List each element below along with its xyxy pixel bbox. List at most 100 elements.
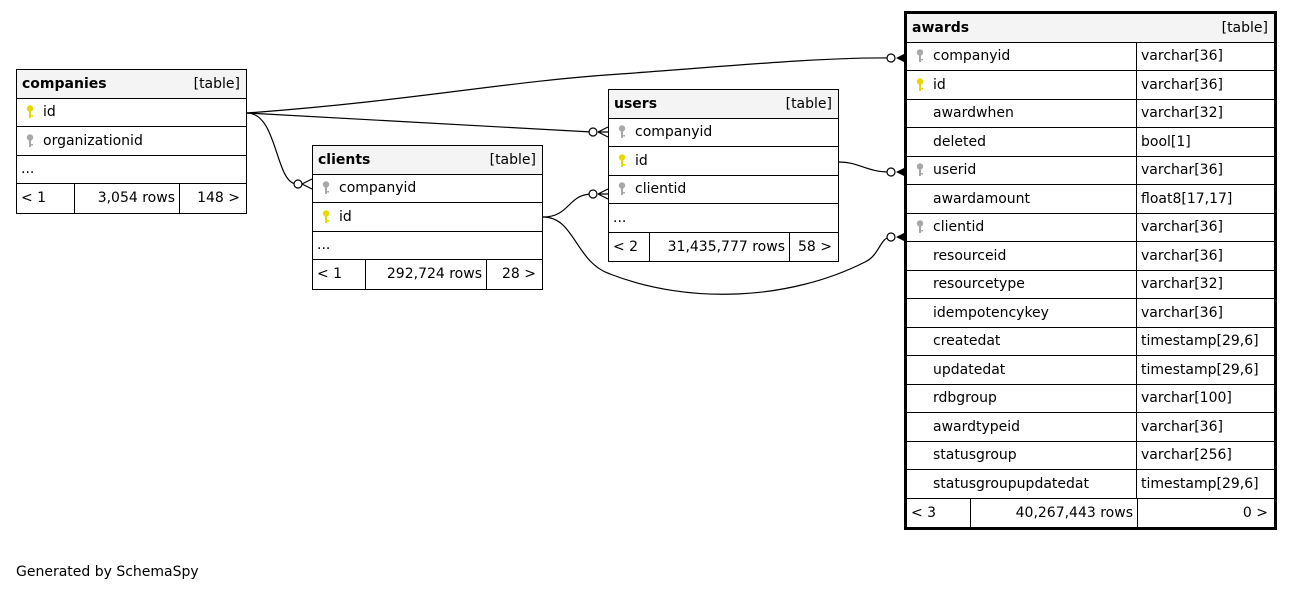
column-row[interactable]: resourceid varchar[36] — [907, 242, 1274, 271]
table-header[interactable]: companies[table] — [17, 70, 246, 99]
column-name: statusgroupupdatedat — [933, 475, 1089, 492]
column-name: deleted — [933, 133, 986, 150]
children-link[interactable]: 148 > — [197, 190, 240, 207]
parents-link[interactable]: < 1 — [313, 260, 366, 289]
primary-key-icon — [319, 209, 333, 225]
column-row[interactable]: deleted bool[1] — [907, 128, 1274, 157]
column-name: resourceid — [933, 247, 1007, 264]
table-name: companies — [22, 75, 107, 92]
column-row[interactable]: userid varchar[36] — [907, 156, 1274, 185]
foreign-key-icon — [913, 48, 927, 64]
column-type: varchar[36] — [1136, 156, 1274, 184]
row-count: 292,724 rows — [366, 260, 487, 289]
table-kind: [table] — [1221, 19, 1268, 36]
column-type: varchar[36] — [1136, 299, 1274, 327]
column-type: varchar[100] — [1136, 384, 1274, 412]
column-row[interactable]: organizationid — [17, 127, 246, 156]
children-link[interactable]: 28 > — [502, 266, 536, 283]
more-columns[interactable]: ... — [313, 232, 542, 260]
column-name: idempotencykey — [933, 304, 1049, 321]
column-name: awardamount — [933, 190, 1031, 207]
parents-link[interactable]: < 2 — [609, 232, 650, 261]
column-row[interactable]: companyid — [313, 175, 542, 203]
edge-companies-awards — [246, 57, 892, 114]
column-row[interactable]: id — [313, 203, 542, 232]
table-header[interactable]: clients[table] — [313, 146, 542, 175]
more-columns[interactable]: ... — [609, 204, 838, 233]
column-type: timestamp[29,6] — [1136, 356, 1274, 384]
edge-users-awards — [838, 161, 892, 173]
edge-companies-users — [246, 112, 593, 133]
column-type: varchar[36] — [1136, 242, 1274, 270]
column-type: bool[1] — [1136, 128, 1274, 156]
column-name: id — [635, 152, 648, 169]
children-link[interactable]: 58 > — [798, 238, 832, 255]
column-name: organizationid — [43, 132, 143, 149]
column-name: clientid — [635, 181, 687, 198]
row-count: 3,054 rows — [75, 184, 180, 213]
column-type: varchar[32] — [1136, 270, 1274, 298]
column-row[interactable]: companyid — [609, 119, 838, 147]
foreign-key-icon — [615, 124, 629, 140]
table-name: awards — [912, 19, 970, 36]
column-name: statusgroup — [933, 447, 1017, 464]
row-count: 31,435,777 rows — [650, 232, 790, 261]
column-type: varchar[36] — [1136, 71, 1274, 99]
table-kind: [table] — [785, 95, 832, 112]
column-type: timestamp[29,6] — [1136, 327, 1274, 355]
primary-key-icon — [615, 153, 629, 169]
column-row[interactable]: rdbgroup varchar[100] — [907, 384, 1274, 413]
foreign-key-icon — [913, 219, 927, 235]
table-name: users — [614, 95, 658, 112]
column-name: updatedat — [933, 361, 1006, 378]
foreign-key-icon — [913, 162, 927, 178]
column-row[interactable]: idempotencykey varchar[36] — [907, 299, 1274, 328]
column-row[interactable]: id — [17, 99, 246, 127]
children-link[interactable]: 0 > — [1242, 504, 1268, 521]
column-name: companyid — [635, 124, 713, 141]
column-row[interactable]: updatedat timestamp[29,6] — [907, 356, 1274, 385]
row-count: 40,267,443 rows — [971, 498, 1138, 527]
column-name: createdat — [933, 333, 1001, 350]
column-row[interactable]: clientid — [609, 176, 838, 204]
edge-clients-users — [542, 193, 593, 218]
column-name: id — [933, 76, 946, 93]
column-name: rdbgroup — [933, 390, 997, 407]
column-row[interactable]: id — [609, 147, 838, 176]
foreign-key-icon — [23, 133, 37, 149]
column-name: companyid — [933, 48, 1011, 65]
column-name: id — [339, 208, 352, 225]
edge-companies-clients — [246, 112, 298, 185]
column-row[interactable]: createdat timestamp[29,6] — [907, 327, 1274, 356]
table-kind: [table] — [489, 151, 536, 168]
column-row[interactable]: id varchar[36] — [907, 71, 1274, 100]
generated-by-text: Generated by SchemaSpy — [16, 564, 199, 580]
parents-link[interactable]: < 3 — [907, 498, 971, 527]
column-name: userid — [933, 162, 977, 179]
column-name: awardwhen — [933, 105, 1014, 122]
table-header[interactable]: users [table] — [609, 90, 838, 119]
column-type: varchar[36] — [1136, 213, 1274, 241]
table-header[interactable]: awards [table] — [907, 14, 1274, 43]
column-name: awardtypeid — [933, 418, 1021, 435]
parents-link[interactable]: < 1 — [17, 184, 75, 213]
more-columns[interactable]: ... — [17, 156, 246, 184]
edge-clients-awards — [542, 216, 892, 295]
column-name: id — [43, 104, 56, 121]
